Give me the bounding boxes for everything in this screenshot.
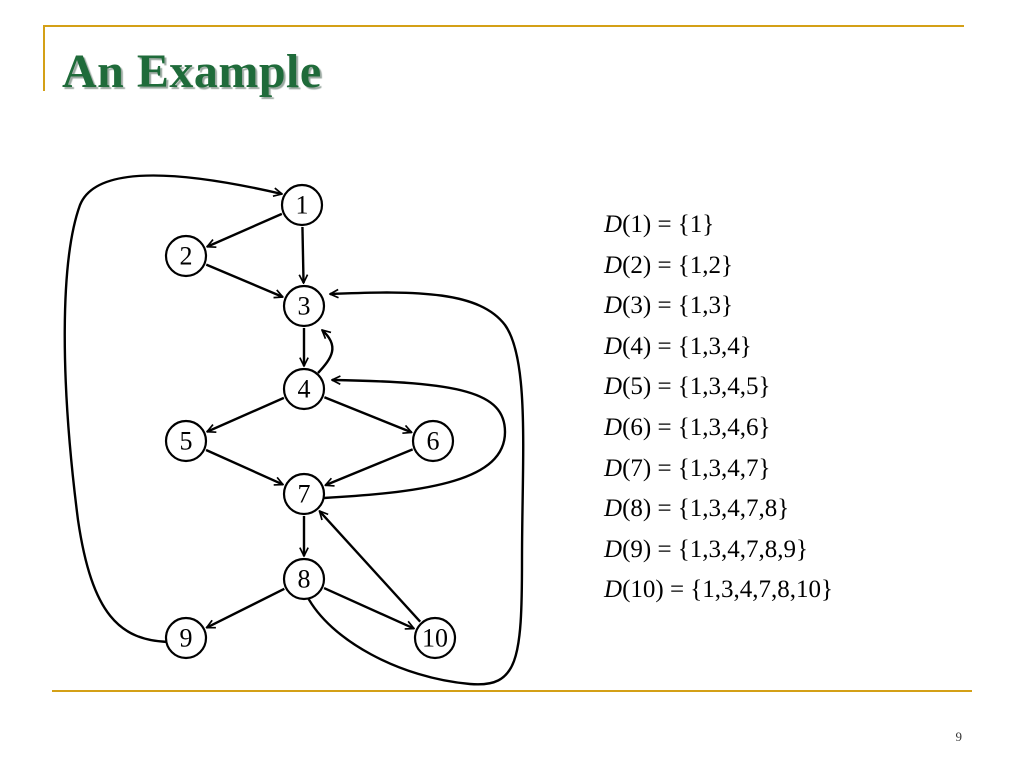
dominator-function-name: D	[604, 292, 623, 320]
edge-1-to-3	[302, 226, 303, 283]
graph-nodes: 1 2 3 4 5 6 7 8 9 10	[164, 183, 457, 660]
dominator-function-name: D	[604, 535, 623, 563]
edge-8-to-3	[305, 292, 525, 686]
bottom-accent-line	[52, 690, 972, 692]
dominator-set: (3) = {1,3}	[622, 292, 734, 320]
node-label: 10	[422, 624, 448, 653]
edge-8-to-9	[207, 587, 285, 629]
node-circle	[282, 367, 326, 411]
node-5: 5	[164, 419, 208, 463]
node-circle	[413, 616, 457, 660]
graph-edges	[63, 174, 525, 686]
node-label: 4	[298, 375, 311, 404]
node-7: 7	[282, 472, 326, 516]
edge-4-to-3	[317, 330, 334, 374]
edge-6-to-7	[325, 448, 414, 485]
node-label: 7	[298, 480, 311, 509]
node-circle	[164, 419, 208, 463]
node-10: 10	[413, 616, 457, 660]
dominator-set: (7) = {1,3,4,7}	[622, 454, 771, 482]
node-3: 3	[282, 284, 326, 328]
node-8: 8	[282, 557, 326, 601]
dominator-function-name: D	[604, 495, 623, 523]
dominator-function-name: D	[604, 576, 623, 604]
edge-1-to-2	[207, 212, 283, 247]
node-circle	[411, 419, 455, 463]
node-circle	[282, 557, 326, 601]
node-label: 6	[427, 427, 440, 456]
edge-9-to-1	[63, 174, 282, 644]
dominator-set: (2) = {1,2}	[622, 251, 734, 279]
dominator-row: D(1) = {1}	[604, 205, 833, 246]
dominator-row: D(7) = {1,3,4,7}	[604, 449, 833, 490]
dominator-set: (6) = {1,3,4,6}	[622, 413, 771, 441]
dominator-row: D(10) = {1,3,4,7,8,10}	[604, 570, 833, 611]
dominator-function-name: D	[604, 373, 623, 401]
node-label: 1	[296, 191, 309, 220]
node-circle	[282, 284, 326, 328]
node-circle	[282, 472, 326, 516]
dominator-row: D(2) = {1,2}	[604, 246, 833, 287]
node-9: 9	[164, 616, 208, 660]
dominator-row: D(4) = {1,3,4}	[604, 327, 833, 368]
slide-title: An Example	[62, 45, 322, 98]
dominator-row: D(6) = {1,3,4,6}	[604, 408, 833, 449]
dominator-row: D(8) = {1,3,4,7,8}	[604, 489, 833, 530]
dominator-set: (5) = {1,3,4,5}	[622, 373, 771, 401]
node-2: 2	[164, 234, 208, 278]
node-label: 2	[180, 242, 193, 271]
node-label: 5	[180, 427, 193, 456]
left-accent-line	[43, 25, 45, 91]
top-accent-line	[43, 25, 964, 27]
dominator-function-name: D	[604, 332, 623, 360]
edge-8-to-10	[323, 586, 414, 629]
edge-7-to-4	[323, 380, 507, 500]
dominator-set: (1) = {1}	[622, 211, 715, 238]
dominator-function-name: D	[604, 211, 623, 238]
edge-10-to-7	[319, 511, 422, 623]
edge-4-to-5	[207, 396, 285, 432]
dominator-function-name: D	[604, 251, 623, 279]
edge-4-to-6	[323, 396, 411, 432]
node-circle	[280, 183, 324, 227]
dominator-list: D(1) = {1} D(2) = {1,2} D(3) = {1,3} D(4…	[604, 205, 833, 611]
node-label: 9	[180, 624, 193, 653]
dominator-set: (9) = {1,3,4,7,8,9}	[622, 535, 809, 563]
dominator-row: D(5) = {1,3,4,5}	[604, 367, 833, 408]
page-number: 9	[955, 729, 963, 744]
dominator-function-name: D	[604, 454, 623, 482]
edge-2-to-3	[205, 263, 283, 297]
node-circle	[164, 616, 208, 660]
node-4: 4	[282, 367, 326, 411]
edge-5-to-7	[205, 448, 283, 485]
dominator-set: (4) = {1,3,4}	[622, 332, 752, 360]
node-1: 1	[280, 183, 324, 227]
node-label: 8	[298, 565, 311, 594]
node-6: 6	[411, 419, 455, 463]
dominator-set: (10) = {1,3,4,7,8,10}	[622, 576, 834, 604]
node-circle	[164, 234, 208, 278]
dominator-set: (8) = {1,3,4,7,8}	[622, 495, 790, 523]
dominator-row: D(9) = {1,3,4,7,8,9}	[604, 530, 833, 571]
node-label: 3	[298, 292, 311, 321]
dominator-row: D(3) = {1,3}	[604, 286, 833, 327]
dominator-function-name: D	[604, 413, 623, 441]
